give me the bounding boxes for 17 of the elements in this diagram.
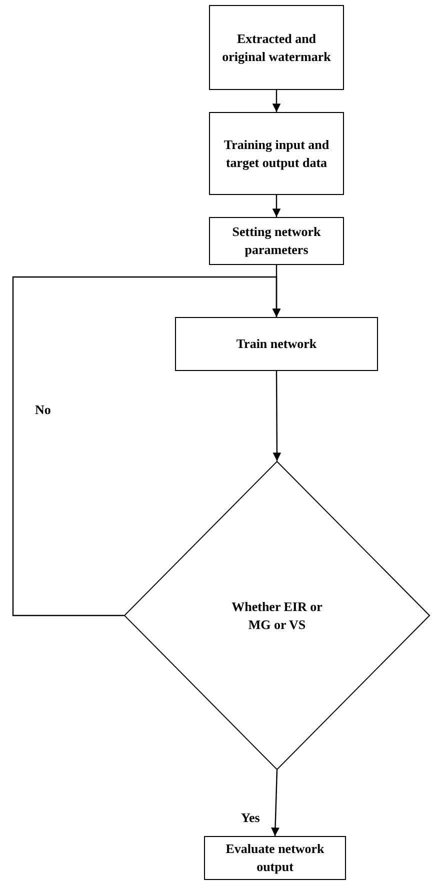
- process-box: [209, 5, 344, 90]
- arrow: [272, 90, 281, 112]
- arrow: [272, 195, 281, 217]
- process-box: [209, 217, 344, 265]
- process-box: [209, 112, 344, 195]
- process-box: [175, 317, 378, 371]
- node-label: Training input and target output data: [222, 136, 330, 172]
- arrow: [272, 371, 282, 461]
- node-label: Extracted and original watermark: [222, 30, 332, 66]
- node-label: Whether EIR or MG or VS: [230, 598, 324, 634]
- node-label: Evaluate network output: [224, 840, 326, 876]
- process-box: [204, 836, 346, 880]
- arrow: [271, 770, 280, 836]
- decision-diamond: [124, 461, 430, 770]
- arrow: [12, 276, 281, 616]
- node-label: Train network: [236, 335, 317, 353]
- node-label: Setting network parameters: [231, 223, 322, 259]
